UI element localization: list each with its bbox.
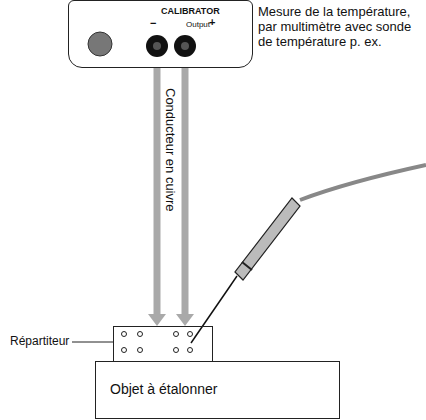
socket-hole xyxy=(174,348,179,353)
arrow-head xyxy=(176,314,194,326)
terminal xyxy=(174,35,196,57)
terminal xyxy=(146,35,168,57)
socket-hole xyxy=(188,332,193,337)
object-box: Objet à étalonner xyxy=(95,361,340,419)
conductor-line xyxy=(182,68,189,315)
probe-ring xyxy=(242,262,252,270)
terminal-hole xyxy=(153,42,161,50)
probe-tip xyxy=(191,276,237,343)
callout-label: Répartiteur xyxy=(10,334,69,348)
socket-hole xyxy=(138,332,143,337)
probe-cable xyxy=(300,165,426,200)
leader-line xyxy=(72,342,113,343)
knob xyxy=(88,32,112,56)
object-label: Objet à étalonner xyxy=(110,381,217,397)
socket-hole xyxy=(188,348,193,353)
terminal-sign: − xyxy=(150,17,156,29)
socket-hole xyxy=(122,348,127,353)
device-name: CALIBRATOR xyxy=(161,6,220,16)
socket-hole xyxy=(122,332,127,337)
socket-hole xyxy=(174,332,179,337)
copper-conductor xyxy=(176,68,194,326)
output-label: Output xyxy=(186,20,210,29)
calibrator-body: CALIBRATOR− Output+ xyxy=(68,0,253,68)
socket-hole xyxy=(138,348,143,353)
probe-handle xyxy=(235,198,300,280)
conductor-label: Conducteur en cuivre xyxy=(163,88,177,212)
terminal-hole xyxy=(181,42,189,50)
distributor-box: Répartiteur xyxy=(113,326,213,362)
terminal-sign: + xyxy=(209,16,215,28)
conductor-line xyxy=(154,68,161,315)
measure-note: Mesure de la température, par multimètre… xyxy=(258,4,418,49)
arrow-head xyxy=(148,314,166,326)
